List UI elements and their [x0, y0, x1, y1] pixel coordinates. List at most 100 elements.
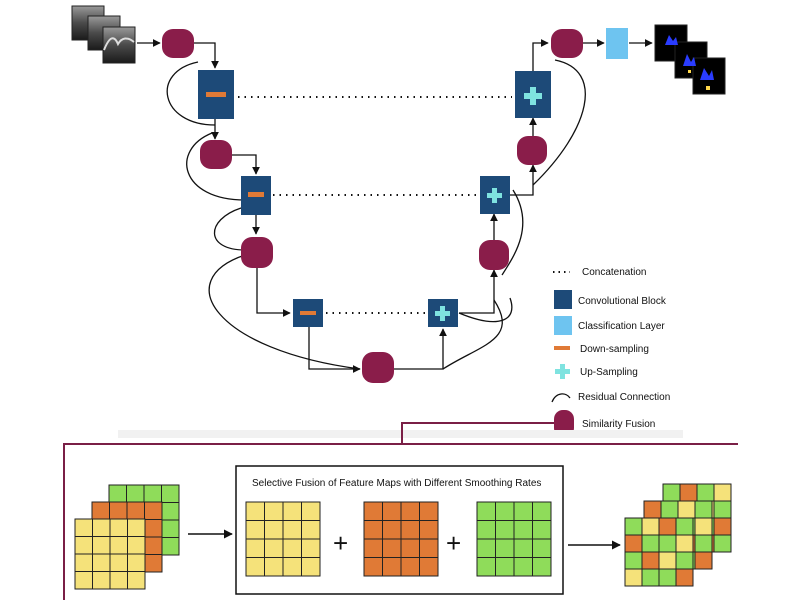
- grid-cell: [495, 538, 515, 558]
- grid-cell: [282, 538, 302, 558]
- grid-cell: [282, 557, 302, 577]
- grid-cell: [382, 501, 402, 521]
- grid-cell: [476, 501, 496, 521]
- grid-cell: [400, 557, 420, 577]
- similarity-fusion-node: [162, 29, 194, 58]
- legend-convolutional-block: Convolutional Block: [554, 290, 667, 309]
- decoder-blocks: [428, 71, 551, 327]
- grid-cell: [74, 571, 93, 590]
- grid-cell: [400, 538, 420, 558]
- grid-cell: [419, 538, 439, 558]
- grid-cell: [74, 518, 93, 537]
- grid-cell: [419, 520, 439, 540]
- similarity-fusion-node: [479, 240, 509, 270]
- grid-cell: [92, 518, 111, 537]
- grid-cell: [91, 501, 110, 520]
- grid-cell: [713, 483, 732, 502]
- grid-cell: [264, 538, 284, 558]
- down-sampling-icon: [248, 192, 264, 197]
- svg-text:Residual Connection: Residual Connection: [578, 392, 670, 403]
- grid-cell: [419, 557, 439, 577]
- grid-cell: [264, 501, 284, 521]
- grid-cell: [658, 568, 677, 587]
- grid-cell: [382, 557, 402, 577]
- grid-cell: [161, 502, 180, 521]
- plus-symbol: +: [333, 528, 348, 558]
- svg-text:Up-Sampling: Up-Sampling: [580, 367, 638, 378]
- input-image-stack-icon: [71, 5, 136, 64]
- grid-cell: [127, 518, 146, 537]
- grid-cell: [694, 534, 713, 553]
- grid-cell: [694, 517, 713, 536]
- input-feature-maps: [74, 484, 180, 590]
- grid-cell: [641, 534, 660, 553]
- plus-symbol: +: [446, 528, 461, 558]
- legend-concatenation: Concatenation: [553, 267, 647, 278]
- grid-cell: [74, 536, 93, 555]
- grid-cell: [245, 520, 265, 540]
- grid-cell: [624, 534, 643, 553]
- grid-cell: [245, 557, 265, 577]
- grid-cell: [363, 501, 383, 521]
- grid-cell: [643, 500, 662, 519]
- up-sampling-icon: [487, 188, 502, 203]
- legend: Concatenation Convolutional Block Classi…: [551, 267, 670, 437]
- grid-cell: [660, 500, 679, 519]
- grid-cell: [92, 571, 111, 590]
- grid-cell: [679, 483, 698, 502]
- grid-cell: [624, 517, 643, 536]
- classification-layer: [606, 28, 628, 59]
- grid-cell: [282, 501, 302, 521]
- grid-cell: [662, 483, 681, 502]
- yellow-feature-map: [245, 501, 321, 577]
- grid-cell: [282, 520, 302, 540]
- grid-cell: [109, 571, 128, 590]
- grid-cell: [245, 501, 265, 521]
- grid-cell: [382, 538, 402, 558]
- grid-cell: [624, 568, 643, 587]
- grid-cell: [694, 551, 713, 570]
- similarity-fusion-node: [551, 29, 583, 58]
- grid-cell: [144, 554, 163, 573]
- svg-text:Concatenation: Concatenation: [582, 267, 647, 278]
- grid-cell: [532, 501, 552, 521]
- grid-cell: [109, 553, 128, 572]
- grid-cell: [713, 534, 732, 553]
- grid-cell: [144, 501, 163, 520]
- grid-cell: [264, 520, 284, 540]
- grid-cell: [109, 518, 128, 537]
- grid-cell: [127, 553, 146, 572]
- grid-cell: [363, 557, 383, 577]
- grid-cell: [513, 557, 533, 577]
- grid-cell: [513, 501, 533, 521]
- grid-cell: [245, 538, 265, 558]
- grid-cell: [476, 557, 496, 577]
- similarity-fusion-node: [200, 140, 232, 169]
- svg-text:Similarity Fusion: Similarity Fusion: [582, 419, 655, 430]
- grid-cell: [658, 551, 677, 570]
- down-sampling-icon: [206, 92, 226, 97]
- legend-down-sampling: Down-sampling: [554, 344, 649, 355]
- output-mask-stack-icon: [654, 24, 726, 95]
- grid-cell: [74, 553, 93, 572]
- grid-cell: [532, 557, 552, 577]
- connection-lines: [137, 39, 653, 373]
- similarity-fusion-node: [362, 352, 394, 383]
- grid-cell: [363, 538, 383, 558]
- grid-cell: [109, 536, 128, 555]
- grid-cell: [641, 551, 660, 570]
- grid-cell: [92, 553, 111, 572]
- grid-cell: [109, 501, 128, 520]
- grid-cell: [161, 537, 180, 556]
- grid-cell: [127, 536, 146, 555]
- fused-feature-maps: [624, 483, 732, 587]
- grid-cell: [400, 520, 420, 540]
- grid-cell: [161, 519, 180, 538]
- grid-cell: [495, 501, 515, 521]
- grid-cell: [641, 517, 660, 536]
- grid-cell: [400, 501, 420, 521]
- legend-up-sampling: Up-Sampling: [555, 364, 638, 379]
- grid-cell: [694, 500, 713, 519]
